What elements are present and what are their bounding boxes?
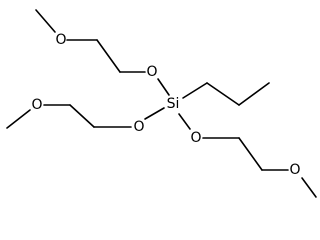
bond-o-methyl-lower: [301, 177, 317, 198]
bond-o-si-left: [144, 107, 165, 120]
methoxyethoxy-arm-left: [6, 104, 165, 129]
atom-o-methoxy-bottom: O: [289, 162, 300, 178]
atom-o-si-left: O: [133, 119, 144, 135]
atom-si: Si: [167, 96, 180, 112]
bond-si-o-lower: [178, 113, 191, 130]
bond-ch2-ch2-lower: [238, 137, 263, 171]
atom-o-si-upper: O: [146, 64, 157, 80]
atom-o-methoxy-top: O: [55, 32, 66, 48]
methoxyethoxy-arm-upper: [35, 9, 170, 96]
bond-methyl-o-top: [35, 9, 56, 33]
bond-ch2-ch2-top: [96, 39, 121, 73]
bond-ch2-ch2-propyl: [206, 82, 240, 106]
bond-o-si-top: [157, 78, 170, 96]
atom-o-si-lower: O: [190, 130, 201, 146]
atom-o-methoxy-left: O: [31, 97, 42, 113]
bond-si-ch2-propyl: [182, 82, 208, 99]
bond-ch2-ch3-propyl: [238, 82, 270, 106]
bond-ch2-ch2-left: [69, 104, 95, 128]
methoxyethoxy-arm-lower: [178, 113, 317, 198]
chemical-structure-diagram: O O O Si O O O: [6, 9, 317, 198]
propyl-chain: [182, 82, 270, 106]
bond-methyl-o-left: [6, 109, 31, 129]
